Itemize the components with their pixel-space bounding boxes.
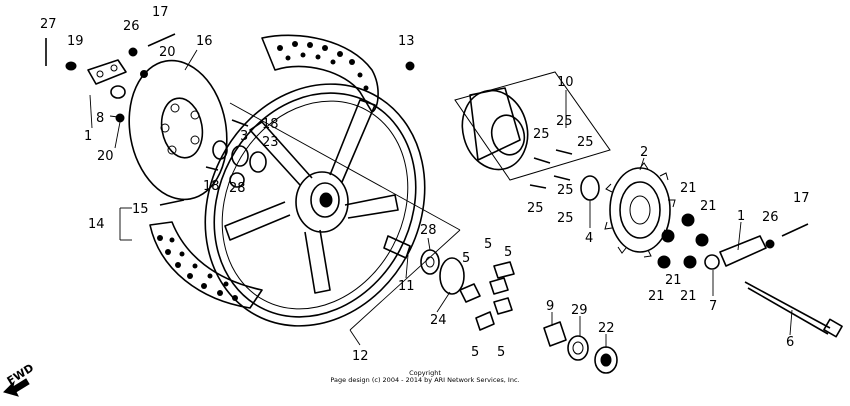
callout-8: 8 [96, 111, 104, 126]
callout-25: 25 [557, 211, 574, 226]
callout-14: 14 [88, 217, 105, 232]
callout-11: 11 [398, 279, 415, 294]
callout-25: 25 [556, 114, 573, 129]
tire [149, 34, 379, 309]
callout-9: 9 [546, 299, 554, 314]
damper-rubbers [459, 261, 515, 331]
forward-arrow-icon [3, 378, 30, 397]
callout-25: 25 [527, 201, 544, 216]
callout-18: 18 [203, 179, 220, 194]
wheel-rim [204, 83, 426, 327]
callout-29: 29 [571, 303, 588, 318]
callout-25: 25 [557, 183, 574, 198]
callout-13: 13 [398, 34, 415, 49]
callout-26: 26 [123, 19, 140, 34]
callout-5: 5 [497, 345, 505, 360]
callout-1: 1 [84, 129, 92, 144]
callout-7: 7 [709, 299, 717, 314]
callout-5: 5 [462, 251, 470, 266]
callout-21: 21 [665, 273, 682, 288]
callout-27: 27 [40, 17, 57, 32]
callout-5: 5 [484, 237, 492, 252]
callout-17: 17 [152, 5, 169, 20]
callout-21: 21 [700, 199, 717, 214]
callout-12: 12 [352, 349, 369, 364]
bolt-13 [405, 61, 415, 71]
axle-plate-left [45, 33, 176, 123]
callout-23: 23 [262, 135, 279, 150]
right-hub-parts [543, 321, 618, 374]
callout-22: 22 [598, 321, 615, 336]
callout-20: 20 [159, 45, 176, 60]
callout-25: 25 [533, 127, 550, 142]
callout-26: 26 [762, 210, 779, 225]
callout-1: 1 [737, 209, 745, 224]
callout-17: 17 [793, 191, 810, 206]
callout-2: 2 [640, 145, 648, 160]
callout-28: 28 [420, 223, 437, 238]
driven-sprocket [604, 162, 676, 258]
callout-6: 6 [786, 335, 794, 350]
spacer-and-oring [383, 235, 465, 295]
copyright-notice: Copyright Page design (c) 2004 - 2014 by… [280, 370, 570, 384]
callout-16: 16 [196, 34, 213, 49]
callout-20: 20 [97, 149, 114, 164]
sprocket-nuts [657, 213, 709, 269]
leader-lines [89, 49, 793, 348]
callout-5: 5 [504, 245, 512, 260]
callout-3: 3 [240, 129, 248, 144]
callout-24: 24 [430, 313, 447, 328]
brake-disc [128, 59, 228, 201]
callout-21: 21 [680, 289, 697, 304]
callout-21: 21 [648, 289, 665, 304]
callout-15: 15 [132, 202, 149, 217]
final-driven-flange [454, 71, 611, 201]
copyright-line-1: Copyright [409, 369, 441, 377]
callout-25: 25 [577, 135, 594, 150]
hub-bearings-left [159, 119, 267, 206]
callout-10: 10 [557, 75, 574, 90]
callout-21: 21 [680, 181, 697, 196]
copyright-line-2: Page design (c) 2004 - 2014 by ARI Netwo… [330, 376, 520, 384]
callout-18: 18 [262, 117, 279, 132]
callout-numbers: 27 19 26 17 16 20 1 8 20 13 18 3 23 18 2… [40, 5, 810, 364]
callout-28: 28 [229, 181, 246, 196]
callout-4: 4 [585, 231, 593, 246]
callout-19: 19 [67, 34, 84, 49]
axle-right [704, 223, 843, 338]
callout-5: 5 [471, 345, 479, 360]
